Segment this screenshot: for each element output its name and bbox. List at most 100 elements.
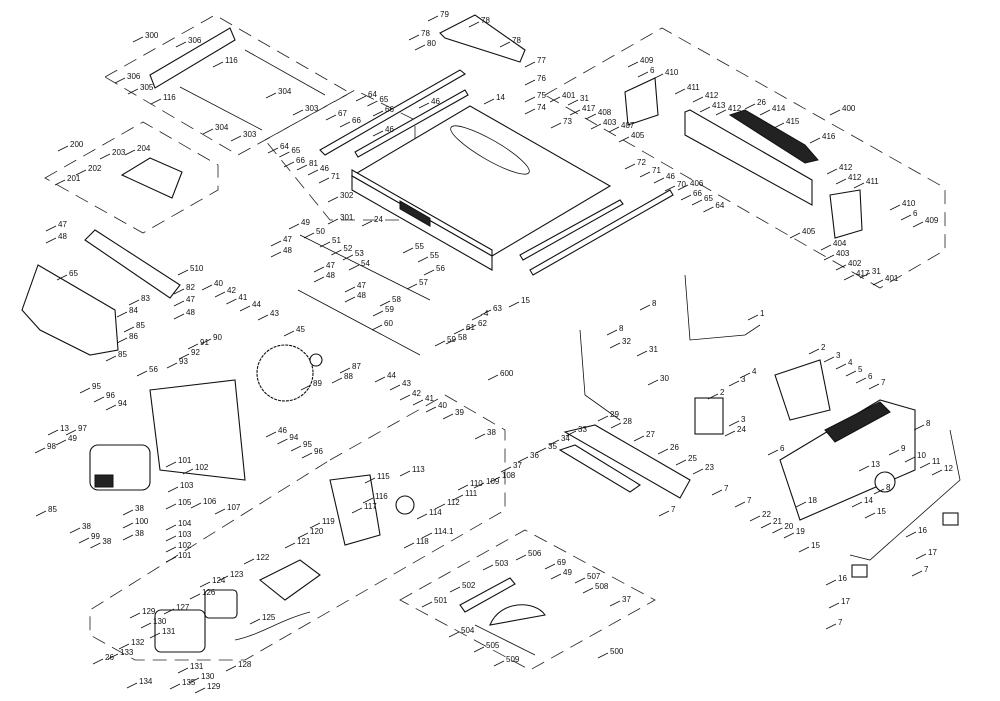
part-label: 47 [186, 295, 195, 304]
gearbox-119 [329, 474, 381, 546]
leader-line [372, 130, 384, 137]
leader-line [267, 147, 279, 154]
part-label: 6 [868, 372, 873, 381]
part-label: 16 [838, 574, 847, 583]
leader-line [150, 98, 162, 105]
shaft-45 [297, 289, 421, 356]
leader-line [823, 254, 835, 261]
leader-line [79, 387, 91, 394]
leader-line [618, 136, 630, 143]
part-label: 4 [848, 358, 853, 367]
part-label: 77 [537, 56, 546, 65]
part-label: 411 [687, 83, 700, 92]
leader-line [327, 218, 339, 225]
leader-line [309, 522, 321, 529]
part-label: 130 [153, 617, 167, 626]
leader-line [389, 384, 401, 391]
part-label: 94 [289, 433, 298, 442]
part-label: 402 [848, 259, 862, 268]
part-label: 51 [332, 236, 341, 245]
leader-line [809, 137, 821, 144]
leader-line [230, 135, 242, 142]
part-label: 69 [557, 558, 566, 567]
part-label: 400 [842, 104, 856, 113]
leader-line [169, 683, 181, 690]
part-label: 45 [296, 325, 305, 334]
leader-line [449, 586, 461, 593]
part-label: 93 [179, 357, 188, 366]
leader-line [123, 326, 135, 333]
leader-line [473, 646, 485, 653]
leader-line [889, 204, 901, 211]
leader-line [828, 602, 840, 609]
part-label: 27 [646, 430, 655, 439]
part-label: 501 [434, 596, 448, 605]
part-label: 38 [102, 537, 111, 546]
part-label: 304 [278, 87, 292, 96]
part-label: 80 [427, 39, 436, 48]
leader-line [499, 41, 511, 48]
part-label: 106 [203, 497, 217, 506]
leader-line [399, 470, 411, 477]
part-label: 43 [270, 309, 279, 318]
part-label: 92 [191, 348, 200, 357]
part-label: 200 [70, 140, 84, 149]
leader-line [524, 79, 536, 86]
leader-line [773, 122, 785, 129]
leader-line [489, 476, 501, 483]
part-label: 71 [331, 172, 340, 181]
part-label: 44 [252, 300, 261, 309]
leader-line [257, 314, 269, 321]
part-label: 306 [188, 36, 202, 45]
leader-line [122, 509, 134, 516]
part-label: 410 [902, 199, 916, 208]
part-label: 72 [637, 158, 646, 167]
part-label: 1 [760, 309, 765, 318]
leader-line [624, 163, 636, 170]
part-label: 103 [180, 481, 194, 490]
part-label: 71 [652, 166, 661, 175]
leader-line [783, 532, 795, 539]
part-label: 60 [384, 319, 393, 328]
leader-line [283, 161, 295, 168]
leader-line [177, 667, 189, 674]
part-label: 76 [537, 74, 546, 83]
miter-gauge-arm [439, 14, 526, 63]
part-label: 13 [871, 460, 880, 469]
leader-line [703, 206, 714, 213]
group-outline-500 [399, 529, 656, 671]
leader-line [57, 145, 69, 152]
leader-line [609, 600, 621, 607]
leader-line [105, 355, 117, 362]
leader-line [331, 249, 342, 256]
leader-line [508, 301, 520, 308]
leader-line [868, 383, 880, 390]
leader-line [56, 274, 68, 281]
height-wheel [874, 471, 896, 493]
part-label: 99 [91, 532, 100, 541]
leader-line [177, 269, 189, 276]
part-label: 96 [106, 391, 115, 400]
leader-line [243, 558, 255, 565]
leader-line [165, 461, 177, 468]
dust-shroud [21, 264, 119, 356]
part-label: 7 [747, 496, 752, 505]
leader-line [919, 462, 931, 469]
part-label: 66 [352, 116, 361, 125]
leader-line [54, 179, 66, 186]
part-label: 74 [537, 103, 546, 112]
part-label: 64 [715, 201, 724, 210]
part-label: 2 [720, 388, 725, 397]
part-label: 104 [178, 519, 192, 528]
leader-line [674, 88, 686, 95]
part-label: 124 [212, 576, 226, 585]
leader-line [853, 182, 865, 189]
part-label: 19 [796, 527, 805, 536]
group-outline-200 [44, 121, 219, 234]
leader-line [548, 439, 560, 446]
leader-line [284, 542, 296, 549]
part-label: 3 [741, 415, 746, 424]
leader-line [711, 489, 723, 496]
leader-line [408, 34, 420, 41]
leader-line [483, 98, 495, 105]
